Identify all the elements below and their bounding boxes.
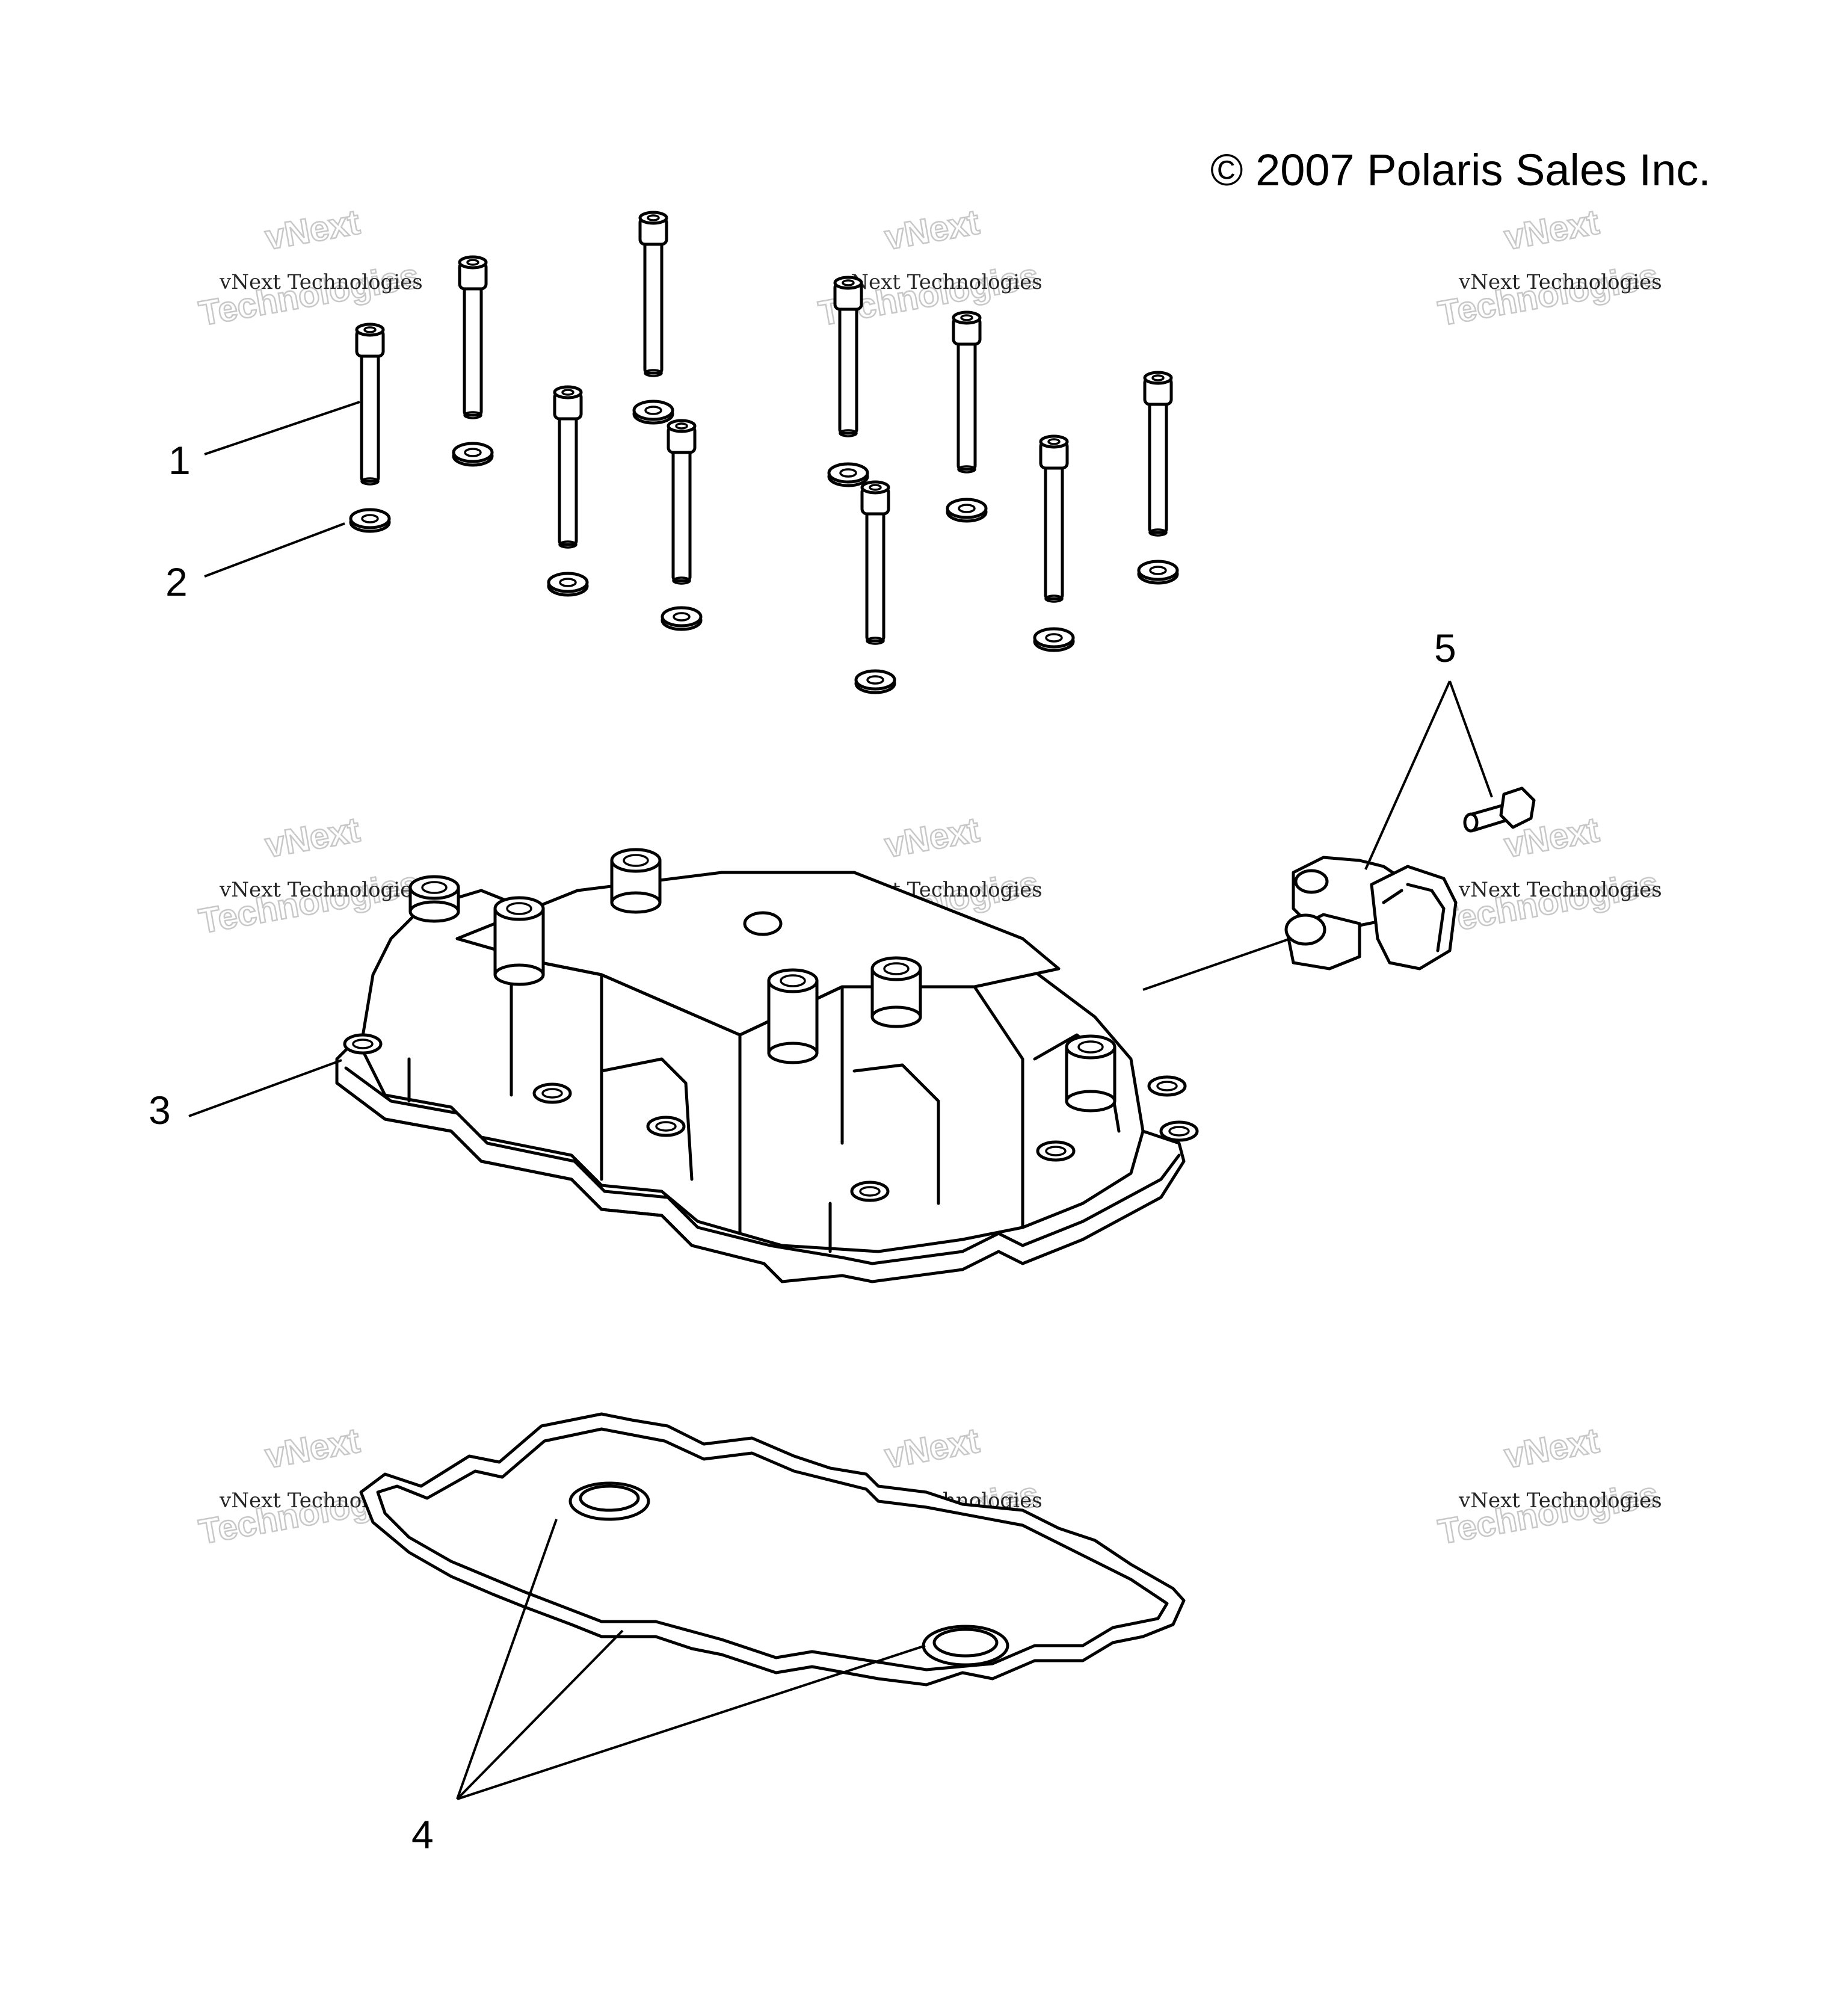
washer-group <box>349 400 1179 694</box>
washer <box>1033 627 1075 652</box>
callout-3: 3 <box>149 1088 171 1132</box>
svg-text:vNext Technologies: vNext Technologies <box>1458 878 1662 902</box>
svg-text:vNext Technologies: vNext Technologies <box>1458 270 1662 294</box>
bolt <box>1143 371 1173 537</box>
bolt <box>355 323 385 486</box>
cover-boss <box>1065 1034 1116 1113</box>
cover-boss <box>767 968 819 1064</box>
washer <box>827 462 869 487</box>
bolt <box>833 276 863 437</box>
svg-text:Technologies: Technologies <box>196 864 422 941</box>
svg-text:Technologies: Technologies <box>1435 256 1661 333</box>
flange-hole <box>646 1116 686 1137</box>
callout-2: 2 <box>165 560 188 604</box>
svg-text:Technologies: Technologies <box>1435 1475 1661 1552</box>
flange-hole <box>850 1181 890 1202</box>
bolt <box>860 480 890 645</box>
valve-cover <box>335 848 1199 1283</box>
svg-text:vNext Technologies: vNext Technologies <box>219 270 423 294</box>
svg-text:vNext Technologies: vNext Technologies <box>1458 1489 1662 1513</box>
bolt <box>553 385 583 549</box>
svg-text:vNext: vNext <box>882 1421 982 1475</box>
svg-text:vNext: vNext <box>262 202 363 257</box>
callout-4: 4 <box>411 1812 434 1857</box>
svg-text:vNext: vNext <box>262 1421 363 1475</box>
copyright-text: © 2007 Polaris Sales Inc. <box>1210 145 1711 195</box>
svg-text:Technologies: Technologies <box>196 256 422 333</box>
leader-lines <box>188 401 1493 1800</box>
flange-hole <box>343 1033 383 1055</box>
svg-text:Technologies: Technologies <box>1435 864 1661 941</box>
washer <box>632 400 674 425</box>
svg-text:vNext: vNext <box>882 810 982 865</box>
sensor <box>1284 786 1536 971</box>
flange-hole <box>1147 1075 1187 1097</box>
bolt <box>638 211 668 377</box>
cover-boss <box>870 956 922 1028</box>
bolt <box>952 310 982 474</box>
bolt-group <box>355 211 1173 645</box>
gasket <box>359 1412 1186 1687</box>
washer <box>349 508 391 533</box>
svg-text:vNext Technologies: vNext Technologies <box>219 878 423 902</box>
cover-boss <box>493 896 545 986</box>
svg-text:vNext: vNext <box>262 810 363 865</box>
svg-text:vNext: vNext <box>1502 202 1602 257</box>
cover-boss <box>408 875 460 923</box>
svg-text:vNext Technologies: vNext Technologies <box>839 270 1043 294</box>
flange-hole <box>1159 1120 1199 1142</box>
flange-hole <box>1036 1140 1076 1162</box>
bolt <box>667 419 697 585</box>
svg-text:vNext: vNext <box>1502 1421 1602 1475</box>
callout-5: 5 <box>1434 626 1456 670</box>
washer <box>661 606 703 631</box>
bolt <box>1039 434 1069 603</box>
svg-text:vNext: vNext <box>882 202 982 257</box>
callout-1: 1 <box>168 438 191 483</box>
bolt <box>458 255 488 419</box>
washer <box>854 669 896 694</box>
washer <box>547 572 589 597</box>
washer <box>946 498 988 523</box>
washer <box>1137 560 1179 585</box>
cover-boss <box>610 848 662 914</box>
washer <box>452 442 494 467</box>
flange-hole <box>532 1082 572 1104</box>
